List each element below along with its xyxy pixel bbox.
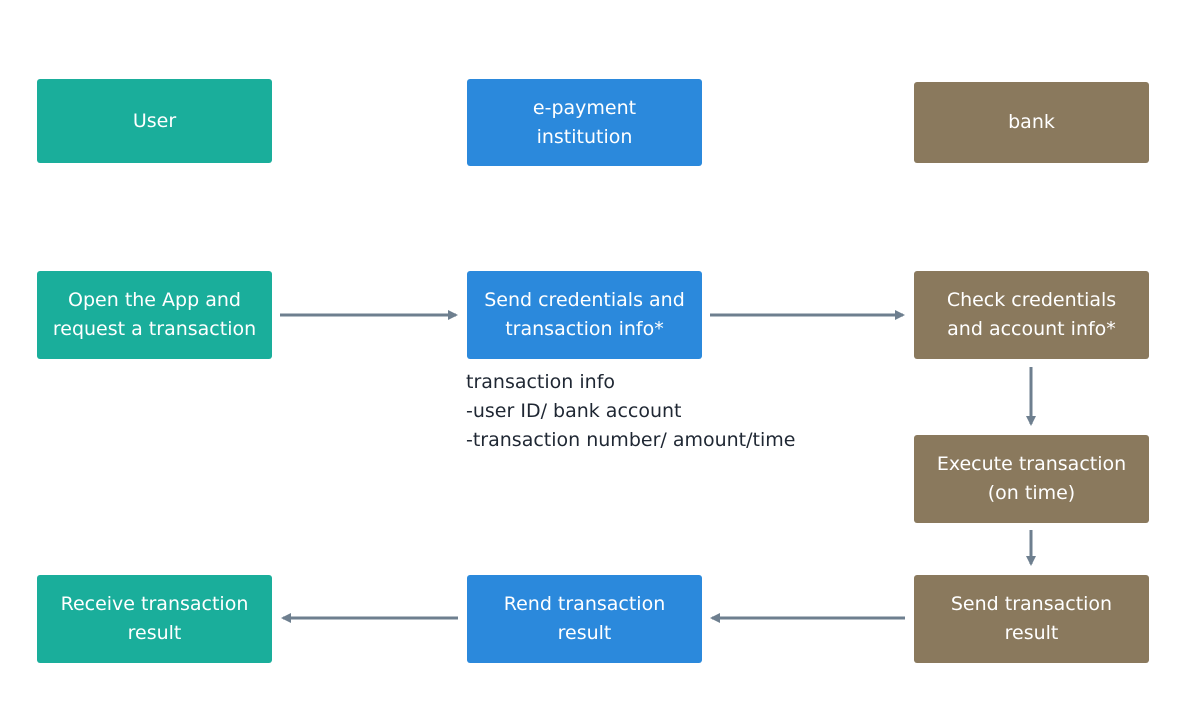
step-send-credentials-label: Send credentials and transaction info*: [484, 289, 685, 340]
lane-header-bank: bank: [914, 82, 1149, 163]
note-title: transaction info: [466, 371, 616, 393]
note-line-2: -transaction number/ amount/time: [466, 429, 796, 451]
step-bank-send-result: Send transaction result: [914, 575, 1149, 663]
step-receive-result: Receive transaction result: [37, 575, 272, 663]
lane-header-user-label: User: [132, 109, 177, 132]
step-check-credentials-label: Check credentials and account info*: [946, 289, 1117, 340]
step-open-app: Open the App and request a transaction: [37, 271, 272, 359]
note-line-1: -user ID/ bank account: [466, 400, 682, 422]
step-execute-transaction-label: Execute transaction (on time): [936, 453, 1127, 504]
lane-header-user: User: [37, 79, 272, 163]
step-bank-send-result-label: Send transaction result: [950, 593, 1113, 644]
step-rend-result-label: Rend transaction result: [503, 593, 666, 644]
lane-header-bank-label: bank: [1008, 111, 1055, 133]
step-execute-transaction: Execute transaction (on time): [914, 435, 1149, 523]
transaction-info-note: transaction info -user ID/ bank account …: [466, 368, 795, 455]
step-check-credentials: Check credentials and account info*: [914, 271, 1149, 359]
lane-header-epayment-label: e-payment institution: [532, 96, 637, 148]
step-rend-result: Rend transaction result: [467, 575, 702, 663]
step-open-app-label: Open the App and request a transaction: [52, 289, 257, 340]
step-send-credentials: Send credentials and transaction info*: [467, 271, 702, 359]
step-receive-result-label: Receive transaction result: [60, 593, 249, 644]
lane-header-epayment: e-payment institution: [467, 79, 702, 166]
